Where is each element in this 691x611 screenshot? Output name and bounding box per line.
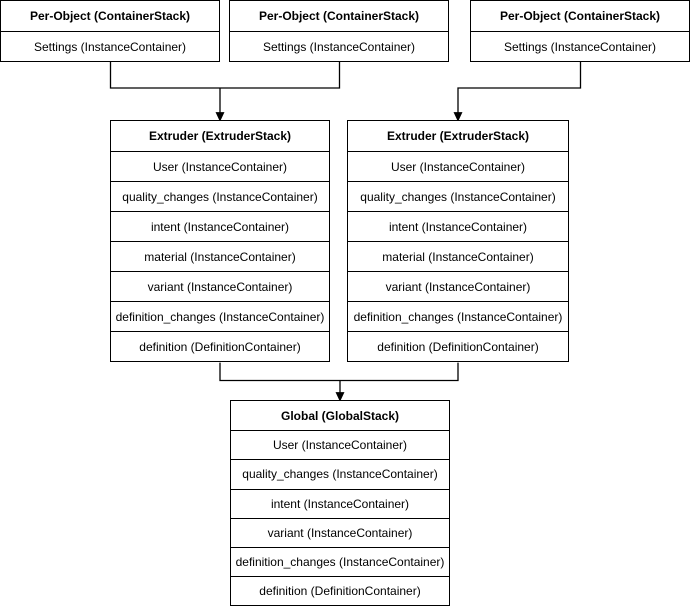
node-per-object-3: Per-Object (ContainerStack) Settings (In… [470,0,690,62]
node-row: definition (DefinitionContainer) [111,331,329,361]
node-row: User (InstanceContainer) [231,430,449,459]
node-row: definition (DefinitionContainer) [231,576,449,605]
node-row: User (InstanceContainer) [348,151,568,181]
node-row: variant (InstanceContainer) [111,271,329,301]
connector-perobject1-perobject2-to-extruder1 [109,62,341,113]
node-row: variant (InstanceContainer) [348,271,568,301]
node-row: intent (InstanceContainer) [111,211,329,241]
node-row: Settings (InstanceContainer) [1,31,219,61]
node-row: User (InstanceContainer) [111,151,329,181]
extruder-1-title: Extruder (ExtruderStack) [148,129,292,143]
node-row: material (InstanceContainer) [111,241,329,271]
node-row: intent (InstanceContainer) [348,211,568,241]
node-row: intent (InstanceContainer) [231,488,449,518]
per-object-2-title: Per-Object (ContainerStack) [258,9,420,23]
node-row: Settings (InstanceContainer) [230,31,448,61]
node-row: quality_changes (InstanceContainer) [111,181,329,211]
node-extruder-1: Extruder (ExtruderStack) User (InstanceC… [110,120,330,362]
connector-perobject3-to-extruder2 [457,62,582,113]
node-global: Global (GlobalStack) User (InstanceConta… [230,400,450,607]
node-row: material (InstanceContainer) [348,241,568,271]
node-row: quality_changes (InstanceContainer) [231,459,449,488]
per-object-1-title: Per-Object (ContainerStack) [29,9,191,23]
node-extruder-2: Extruder (ExtruderStack) User (InstanceC… [347,120,569,362]
node-row: Settings (InstanceContainer) [471,31,689,61]
node-row: definition (DefinitionContainer) [348,331,568,361]
node-per-object-1: Per-Object (ContainerStack) Settings (In… [0,0,220,62]
node-row: variant (InstanceContainer) [231,517,449,547]
node-per-object-2: Per-Object (ContainerStack) Settings (In… [229,0,449,62]
node-row: quality_changes (InstanceContainer) [348,181,568,211]
connector-extruders-to-global [219,362,459,393]
node-row: definition_changes (InstanceContainer) [231,546,449,576]
per-object-3-title: Per-Object (ContainerStack) [499,9,661,23]
node-row: definition_changes (InstanceContainer) [348,301,568,331]
node-row: definition_changes (InstanceContainer) [111,301,329,331]
global-title: Global (GlobalStack) [280,408,400,423]
extruder-2-title: Extruder (ExtruderStack) [386,129,530,143]
